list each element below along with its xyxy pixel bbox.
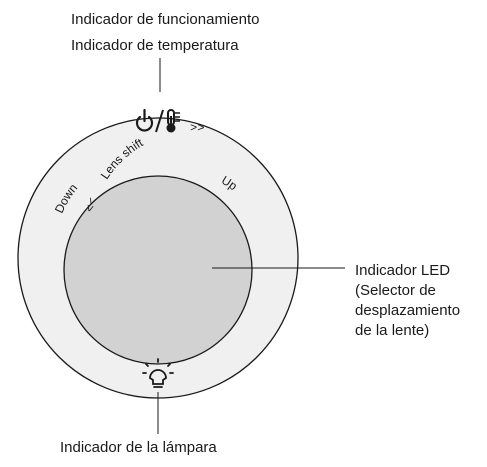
lens-shift-button[interactable] xyxy=(63,175,253,365)
lamp-icon xyxy=(142,358,174,388)
left-arrows: << xyxy=(82,196,100,214)
power-icon xyxy=(135,108,154,132)
temperature-indicator-label: Indicador de temperatura xyxy=(71,37,239,54)
led-indicator-line-4: de la lente) xyxy=(355,322,430,339)
led-indicator-line-2: (Selector de xyxy=(355,282,436,299)
icon-separator xyxy=(155,109,164,133)
thermometer-icon xyxy=(166,109,180,133)
operation-indicator-label: Indicador de funcionamiento xyxy=(71,11,260,28)
led-indicator-label: Indicador LED (Selector de desplazamient… xyxy=(355,261,460,341)
led-indicator-line-1: Indicador LED xyxy=(355,262,451,279)
lamp-indicator-label: Indicador de la lámpara xyxy=(60,439,217,456)
led-indicator-line-3: desplazamiento xyxy=(355,302,461,319)
